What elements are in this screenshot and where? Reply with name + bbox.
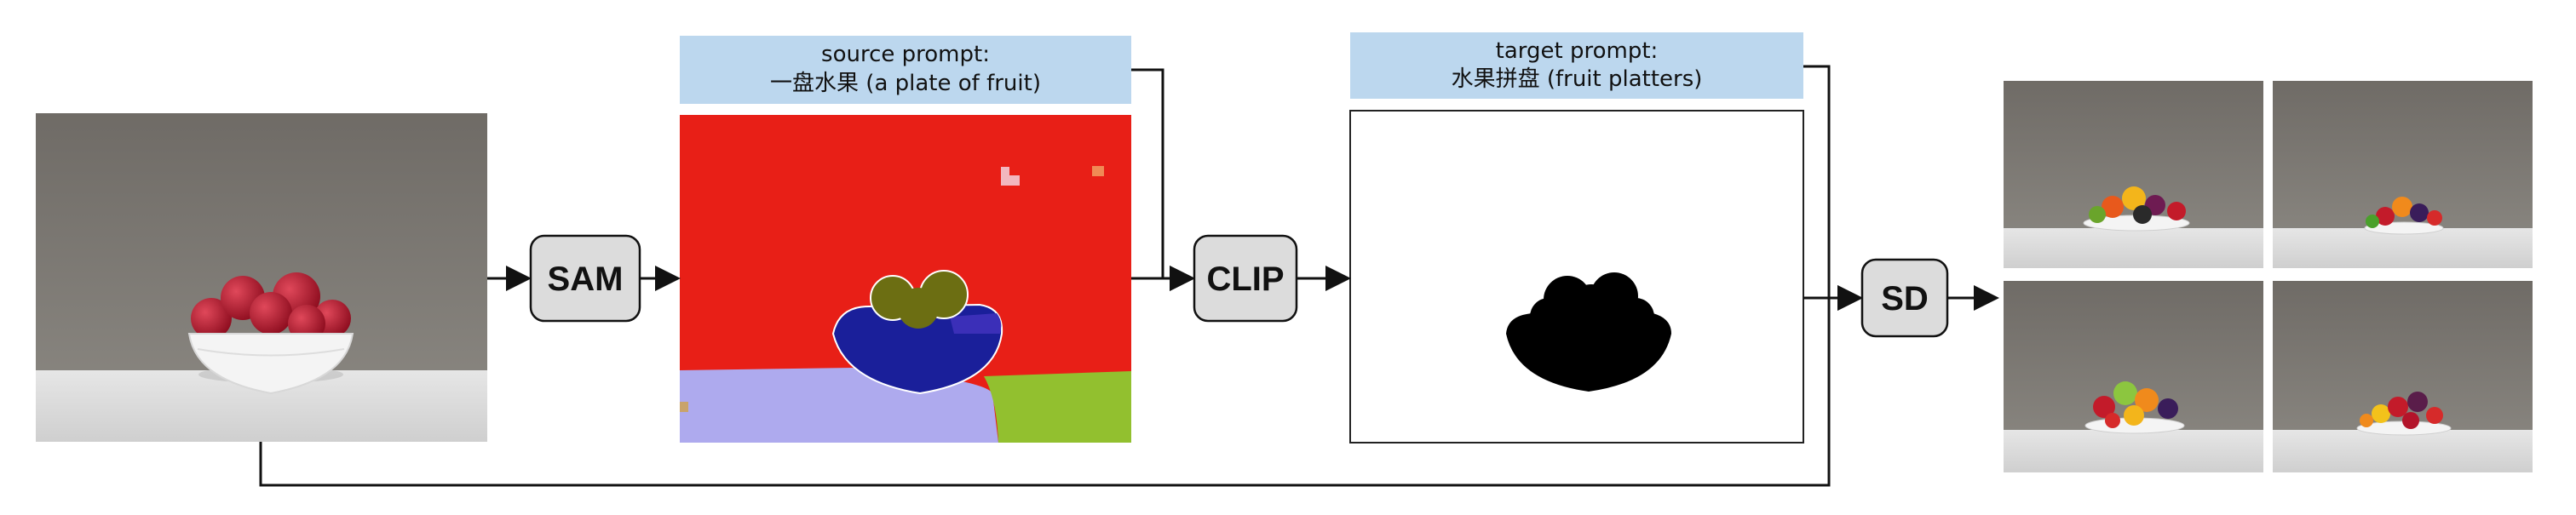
clip-label: CLIP — [1206, 260, 1284, 298]
clip-module: CLIP — [1193, 234, 1298, 323]
target-prompt-box: target prompt: 水果拼盘 (fruit platters) — [1350, 32, 1803, 99]
connectors — [259, 65, 1999, 487]
white-bowl — [187, 333, 354, 395]
segment-fruit — [870, 270, 969, 329]
arrow-source-prompt-to-clip — [1131, 68, 1195, 291]
line-image-to-sd — [259, 298, 1831, 487]
sd-module: SD — [1860, 258, 1949, 338]
target-prompt-text: 水果拼盘 (fruit platters) — [1452, 66, 1703, 92]
output-image-4 — [2273, 281, 2533, 472]
output-image-1 — [2004, 81, 2263, 268]
arrow-target-prompt-to-sd — [1803, 65, 1863, 311]
output-image-2 — [2273, 81, 2533, 268]
input-photo — [36, 113, 487, 442]
source-prompt-text: 一盘水果 (a plate of fruit) — [770, 71, 1041, 96]
sam-label: SAM — [548, 260, 624, 298]
binary-mask — [1349, 110, 1804, 443]
sam-module: SAM — [529, 234, 641, 323]
source-prompt-title: source prompt: — [821, 42, 990, 67]
output-image-3 — [2004, 281, 2263, 472]
segment-table-right — [984, 371, 1131, 443]
target-prompt-title: target prompt: — [1496, 38, 1659, 64]
segmentation-map — [680, 115, 1131, 443]
sd-label: SD — [1881, 280, 1929, 318]
source-prompt-box: source prompt: 一盘水果 (a plate of fruit) — [680, 36, 1131, 104]
